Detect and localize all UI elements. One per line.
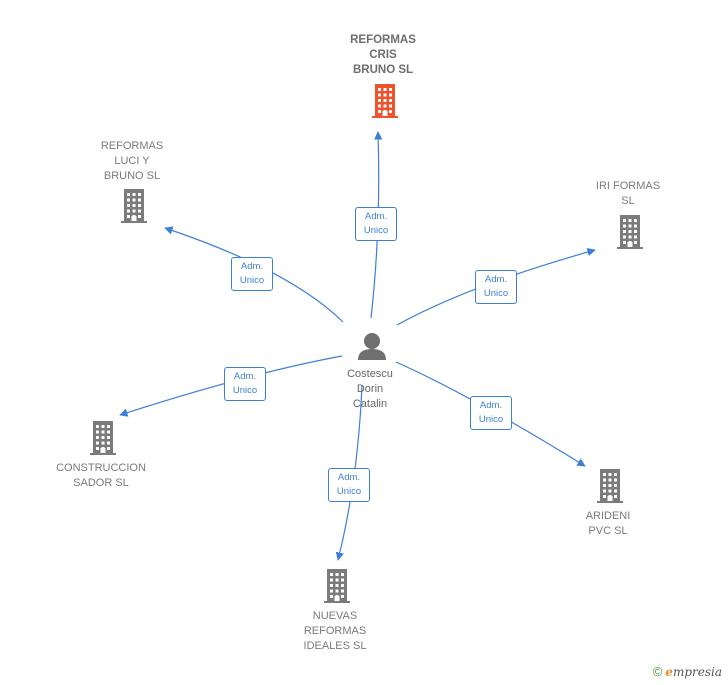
company-label-iri-formas[interactable]: IRI FORMAS SL: [595, 180, 661, 207]
building-icon[interactable]: [617, 215, 643, 249]
company-label-reformas-cris-bruno[interactable]: REFORMAS CRIS BRUNO SL: [350, 34, 416, 76]
relation-badge: Adm. Unico: [470, 396, 512, 430]
copyright-icon: ©: [652, 664, 663, 679]
building-icon[interactable]: [90, 421, 116, 455]
company-label-arideni-pvc[interactable]: ARIDENI PVC SL: [585, 510, 631, 537]
relation-badge: Adm. Unico: [224, 367, 266, 401]
brand-logo: empresia: [665, 665, 722, 679]
building-icon[interactable]: [597, 469, 623, 503]
footer-brand: ©empresia: [653, 664, 722, 679]
company-label-reformas-luci-bruno[interactable]: REFORMAS LUCI Y BRUNO SL: [100, 140, 164, 182]
relation-badge: Adm. Unico: [328, 468, 370, 502]
building-icon[interactable]: [324, 569, 350, 603]
person-icon[interactable]: [358, 333, 386, 360]
person-name-label[interactable]: Costescu Dorin Catalin: [347, 368, 393, 410]
relation-badge: Adm. Unico: [231, 257, 273, 291]
company-label-nuevas-reformas-ideales[interactable]: NUEVAS REFORMAS IDEALES SL: [303, 610, 367, 652]
relation-badge: Adm. Unico: [475, 270, 517, 304]
relation-badge: Adm. Unico: [355, 207, 397, 241]
building-icon[interactable]: [121, 189, 147, 223]
company-label-construccion-sador[interactable]: CONSTRUCCION SADOR SL: [56, 462, 146, 489]
building-icon[interactable]: [372, 84, 398, 118]
